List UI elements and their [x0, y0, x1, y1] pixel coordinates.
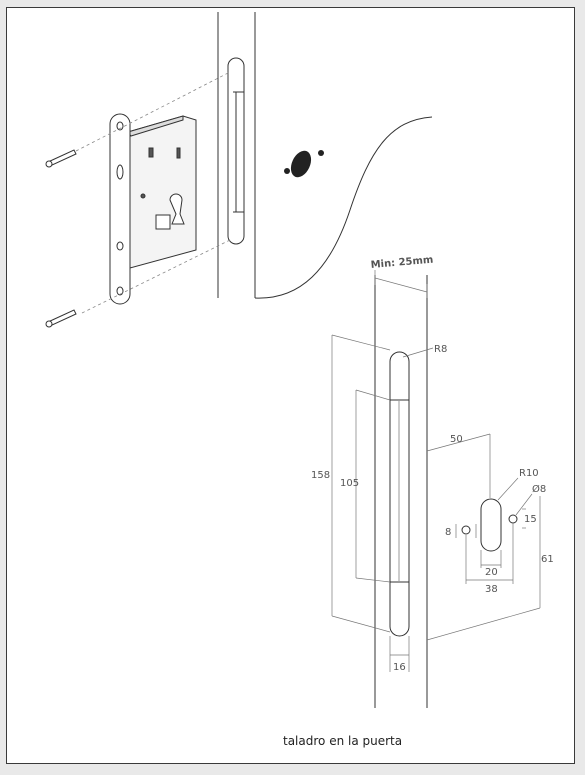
dimension-lines [331, 270, 541, 672]
screw-bottom [45, 309, 77, 328]
dim-15: 15 [524, 514, 537, 525]
door-bottom [374, 275, 428, 708]
dim-158: 158 [311, 470, 330, 481]
diagram-frame [6, 7, 575, 764]
caption: taladro en la puerta [283, 734, 403, 748]
dim-105: 105 [340, 478, 359, 489]
dim-50: 50 [450, 434, 463, 445]
dim-20: 20 [485, 567, 498, 578]
dim-16: 16 [393, 662, 406, 673]
dim-61: 61 [541, 554, 554, 565]
guide-lines [75, 71, 231, 314]
dim-38: 38 [485, 584, 498, 595]
dim-o8: Ø8 [532, 483, 546, 495]
screw-top [45, 149, 77, 168]
mortise-pocket [227, 57, 245, 245]
faceplate [109, 113, 131, 305]
blank-label-top [434, 18, 562, 50]
door-top [217, 12, 433, 299]
blank-label-bottom [30, 652, 270, 754]
dim-min-thickness: Min: 25mm [370, 255, 433, 271]
door-face-holes-technical [461, 498, 518, 552]
dim-8: 8 [445, 527, 451, 538]
dim-r8: R8 [434, 344, 447, 355]
dim-r10: R10 [519, 468, 539, 479]
lock-body [127, 115, 197, 269]
door-face-holes [284, 150, 324, 178]
